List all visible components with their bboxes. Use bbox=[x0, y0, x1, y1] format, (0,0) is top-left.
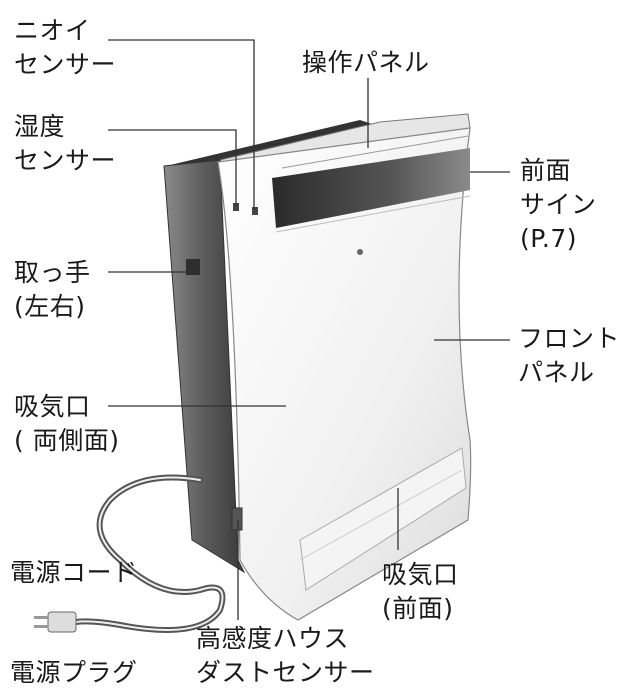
label-side-inlet: 吸気口( 両側面) bbox=[14, 390, 119, 458]
odor-sensor-window bbox=[252, 207, 258, 215]
label-power-cord: 電源コード bbox=[10, 556, 138, 590]
label-handle: 取っ手(左右) bbox=[14, 256, 91, 324]
label-humidity-sensor: 湿度センサー bbox=[14, 110, 116, 178]
label-odor-sensor: ニオイセンサー bbox=[14, 14, 116, 82]
power-plug-shape bbox=[34, 612, 76, 632]
logo-mark bbox=[357, 249, 363, 255]
label-front-sign: 前面サイン(P.7) bbox=[520, 154, 597, 256]
label-dust-sensor: 高感度ハウスダストセンサー bbox=[196, 622, 375, 690]
label-front-inlet: 吸気口(前面) bbox=[382, 558, 459, 626]
label-power-plug: 電源プラグ bbox=[10, 656, 138, 690]
label-front-panel: フロントパネル bbox=[518, 322, 620, 390]
dust-sensor-box bbox=[232, 508, 242, 530]
label-operation-panel: 操作パネル bbox=[302, 46, 430, 80]
